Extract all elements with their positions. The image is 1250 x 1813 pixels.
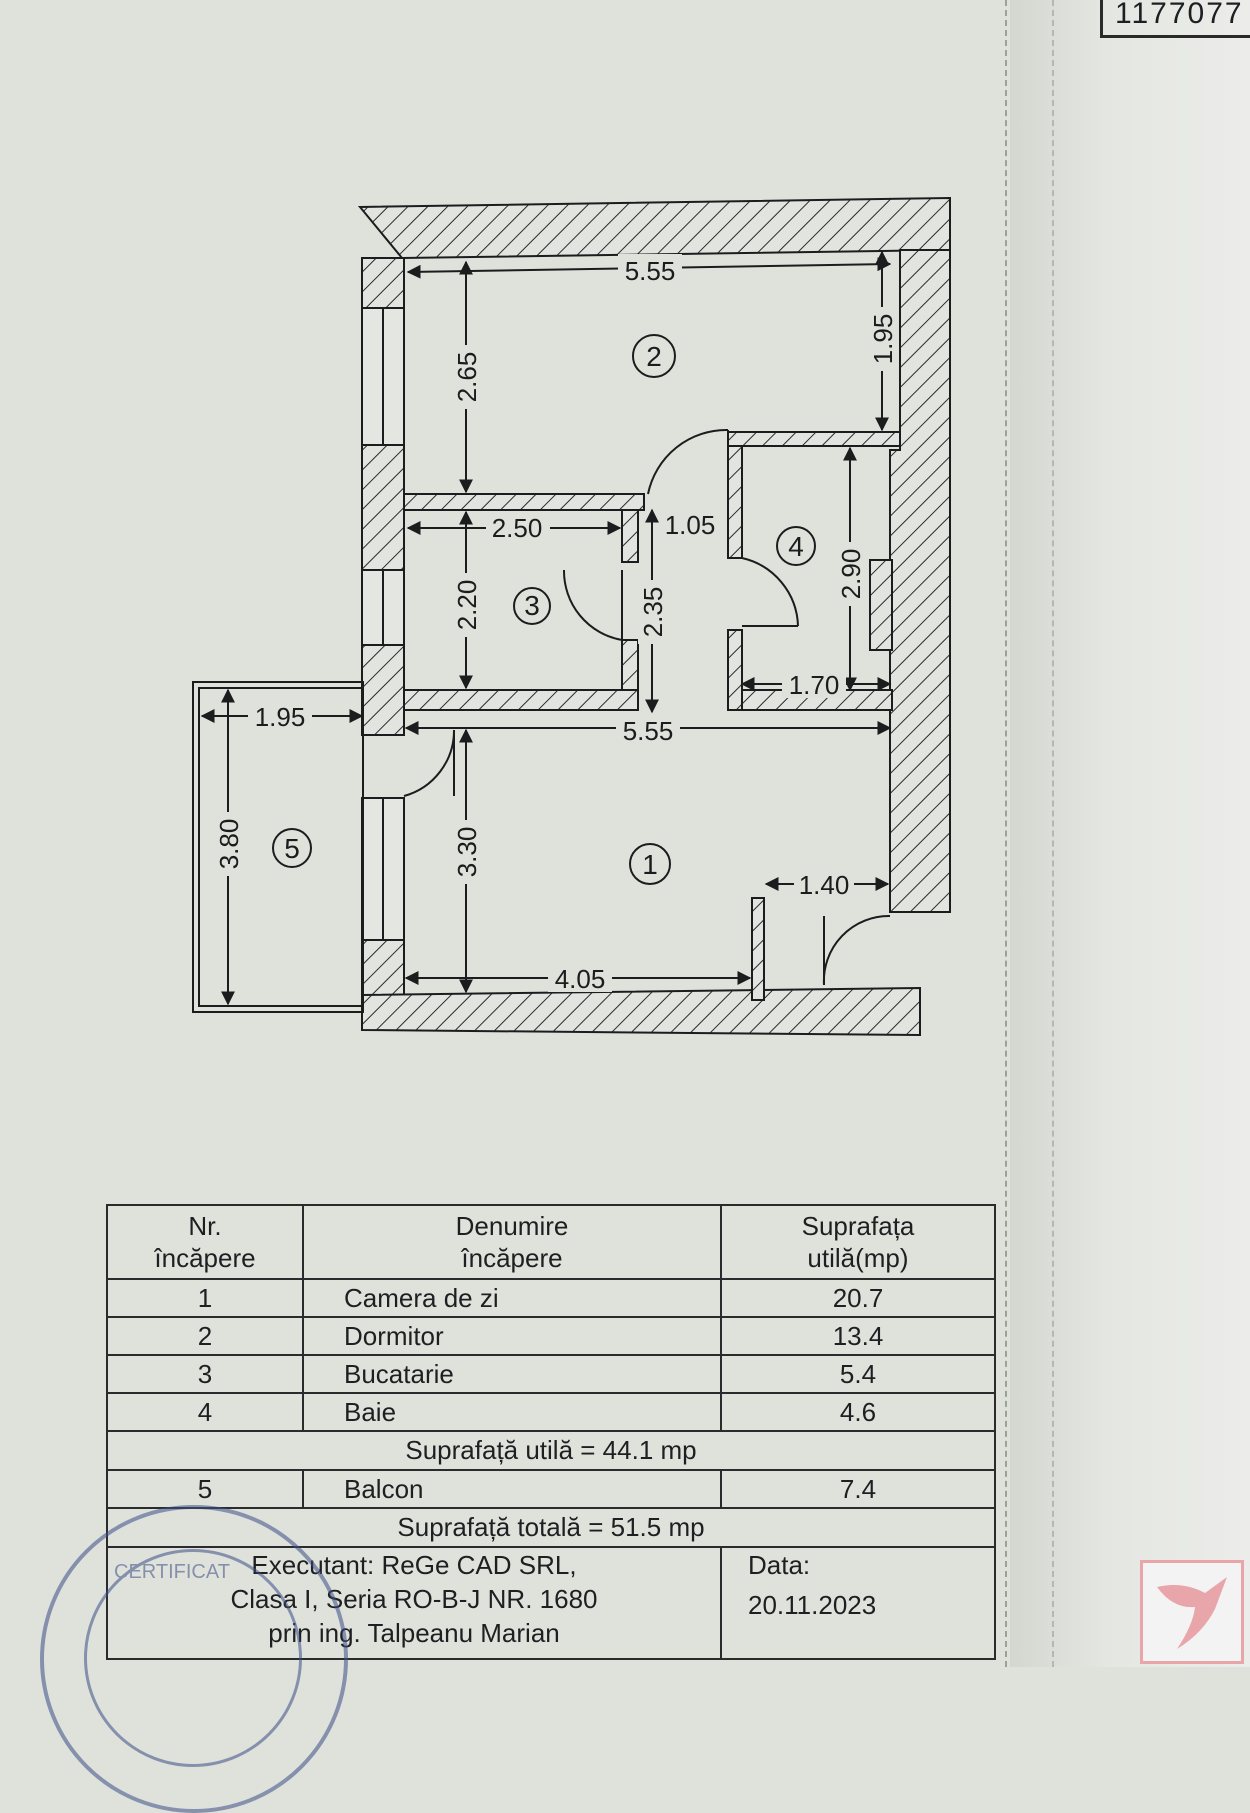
logo-mark-icon	[1157, 1577, 1227, 1649]
fold-line	[1052, 0, 1054, 1667]
room-name: Balcon	[302, 1469, 722, 1509]
doors	[403, 428, 891, 986]
room-area: 5.4	[720, 1354, 996, 1394]
table-row: 5 Balcon 7.4	[106, 1469, 996, 1509]
header-room-number: Nr. încăpere	[106, 1204, 304, 1280]
room-number: 1	[106, 1278, 304, 1318]
room-number: 4	[106, 1392, 304, 1432]
exterior-walls	[357, 196, 951, 1037]
registration-number: 1177077	[1115, 0, 1244, 30]
room-markers: 2 3 4 1 5	[272, 334, 816, 885]
room-name: Bucatarie	[302, 1354, 722, 1394]
dim-room1-width-bottom: 4.05	[555, 964, 606, 994]
useful-area-total-row: Suprafață utilă = 44.1 mp	[106, 1430, 996, 1471]
dim-balcony-width: 1.95	[255, 702, 306, 732]
room-marker-4: 4	[788, 531, 804, 562]
watermark-logo-icon	[1140, 1560, 1244, 1664]
dim-room3-height: 2.20	[452, 580, 482, 631]
dim-room4-width: 1.70	[789, 670, 840, 700]
room-name: Dormitor	[302, 1316, 722, 1356]
room-number: 2	[106, 1316, 304, 1356]
dimension-labels: 5.55 2.65 1.95 2.50 2.20 1.05 2.35 2.90 …	[214, 254, 898, 994]
dim-room1-height: 3.30	[452, 827, 482, 878]
fold-line	[1005, 0, 1007, 1667]
dim-room3-width: 2.50	[492, 513, 543, 543]
certification-stamp: CERTIFICAT	[40, 1505, 348, 1813]
dim-room2-width: 5.55	[625, 256, 676, 286]
date-cell: Data: 20.11.2023	[720, 1546, 996, 1660]
header-room-name: Denumire încăpere	[302, 1204, 722, 1280]
dim-entry-width: 1.40	[799, 870, 850, 900]
table-row: 4 Baie 4.6	[106, 1392, 996, 1432]
room-number: 3	[106, 1354, 304, 1394]
paper-edge	[1010, 0, 1250, 1667]
room-marker-1: 1	[642, 849, 658, 880]
room-name: Baie	[302, 1392, 722, 1432]
table-row: 2 Dormitor 13.4	[106, 1316, 996, 1356]
room-area: 20.7	[720, 1278, 996, 1318]
date-label: Data:	[748, 1550, 811, 1580]
dim-hall-width: 1.05	[665, 510, 716, 540]
table-row: 1 Camera de zi 20.7	[106, 1278, 996, 1318]
dim-hall-height: 2.35	[638, 587, 668, 638]
room-name: Camera de zi	[302, 1278, 722, 1318]
table-header-row: Nr. încăpere Denumire încăpere Suprafața…	[106, 1204, 996, 1280]
registration-number-frame: 1177077	[1100, 0, 1250, 38]
room-marker-5: 5	[284, 833, 300, 864]
room-number: 5	[106, 1469, 304, 1509]
useful-area-total: Suprafață utilă = 44.1 mp	[106, 1430, 996, 1471]
windows	[361, 307, 405, 941]
room-area: 13.4	[720, 1316, 996, 1356]
floor-plan: 5.55 2.65 1.95 2.50 2.20 1.05 2.35 2.90 …	[192, 196, 951, 1037]
dimension-lines	[200, 250, 892, 1006]
room-marker-2: 2	[646, 341, 662, 372]
room-area: 4.6	[720, 1392, 996, 1432]
dim-room2-height-left: 2.65	[452, 352, 482, 403]
dim-balcony-height: 3.80	[214, 819, 244, 870]
header-useful-area: Suprafața utilă(mp)	[720, 1204, 996, 1280]
room-marker-3: 3	[524, 590, 540, 621]
date-value: 20.11.2023	[748, 1590, 877, 1620]
dim-room4-height: 2.90	[836, 549, 866, 600]
interior-walls	[403, 431, 901, 1001]
stamp-text: CERTIFICAT	[114, 1561, 230, 1583]
dim-room1-width-top: 5.55	[623, 716, 674, 746]
table-row: 3 Bucatarie 5.4	[106, 1354, 996, 1394]
balcony-outline	[192, 681, 364, 1013]
room-area: 7.4	[720, 1469, 996, 1509]
dim-room2-height-right: 1.95	[868, 314, 898, 365]
